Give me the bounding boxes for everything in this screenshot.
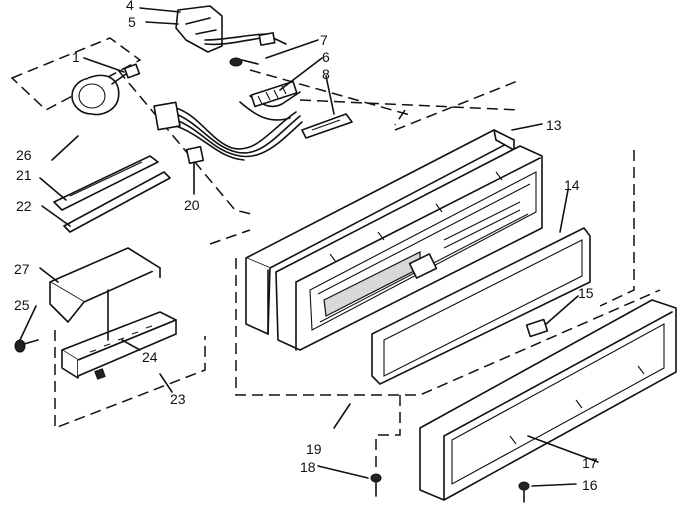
callout-24: 24 <box>142 349 158 365</box>
callout-8: 8 <box>322 66 330 82</box>
callout-6: 6 <box>322 49 330 65</box>
callout-13: 13 <box>546 117 562 133</box>
wire-harness-part <box>153 80 303 161</box>
callout-16: 16 <box>582 477 598 493</box>
relay-bracket-part <box>175 5 287 53</box>
control-panel-group-boundary <box>209 79 661 396</box>
leader-lines <box>19 7 599 487</box>
callout-17: 17 <box>582 455 598 471</box>
screw-part-25 <box>14 339 39 353</box>
switch-group-boundary <box>10 37 142 111</box>
callout-19: 19 <box>306 441 322 457</box>
keypad-board-part <box>61 289 177 380</box>
callout-18: 18 <box>300 459 316 475</box>
strip-part-22 <box>63 171 171 233</box>
callout-22: 22 <box>16 198 32 214</box>
callout-25: 25 <box>14 297 30 313</box>
callout-20: 20 <box>184 197 200 213</box>
clip-part-15 <box>525 318 549 338</box>
pad-part-20 <box>185 145 205 165</box>
rotary-switch-part <box>71 63 141 116</box>
screw-part-7 <box>229 57 259 67</box>
callout-26: 26 <box>16 147 32 163</box>
leader-line-dashed-19 <box>375 395 401 470</box>
callout-21: 21 <box>16 167 32 183</box>
trim-frame-part-14 <box>371 227 591 385</box>
callout-23: 23 <box>170 391 186 407</box>
strip-part-8 <box>301 113 353 139</box>
front-bezel-part-17 <box>419 299 677 501</box>
strip-part-21 <box>53 155 159 211</box>
callout-1: 1 <box>72 49 80 65</box>
rear-panel-part-13 <box>245 129 515 335</box>
screw-part-18 <box>370 473 382 497</box>
callout-4: 4 <box>126 0 134 13</box>
screw-part-16 <box>518 481 530 503</box>
callout-7: 7 <box>320 32 328 48</box>
control-panel-housing <box>275 145 543 351</box>
callout-labels: 4 5 1 7 6 8 13 26 21 22 20 14 27 15 25 2… <box>14 0 598 493</box>
callout-14: 14 <box>564 177 580 193</box>
keypad-group-boundary <box>54 330 206 430</box>
callout-15: 15 <box>578 285 594 301</box>
callout-5: 5 <box>128 14 136 30</box>
cover-part-27 <box>49 247 161 323</box>
callout-27: 27 <box>14 261 30 277</box>
